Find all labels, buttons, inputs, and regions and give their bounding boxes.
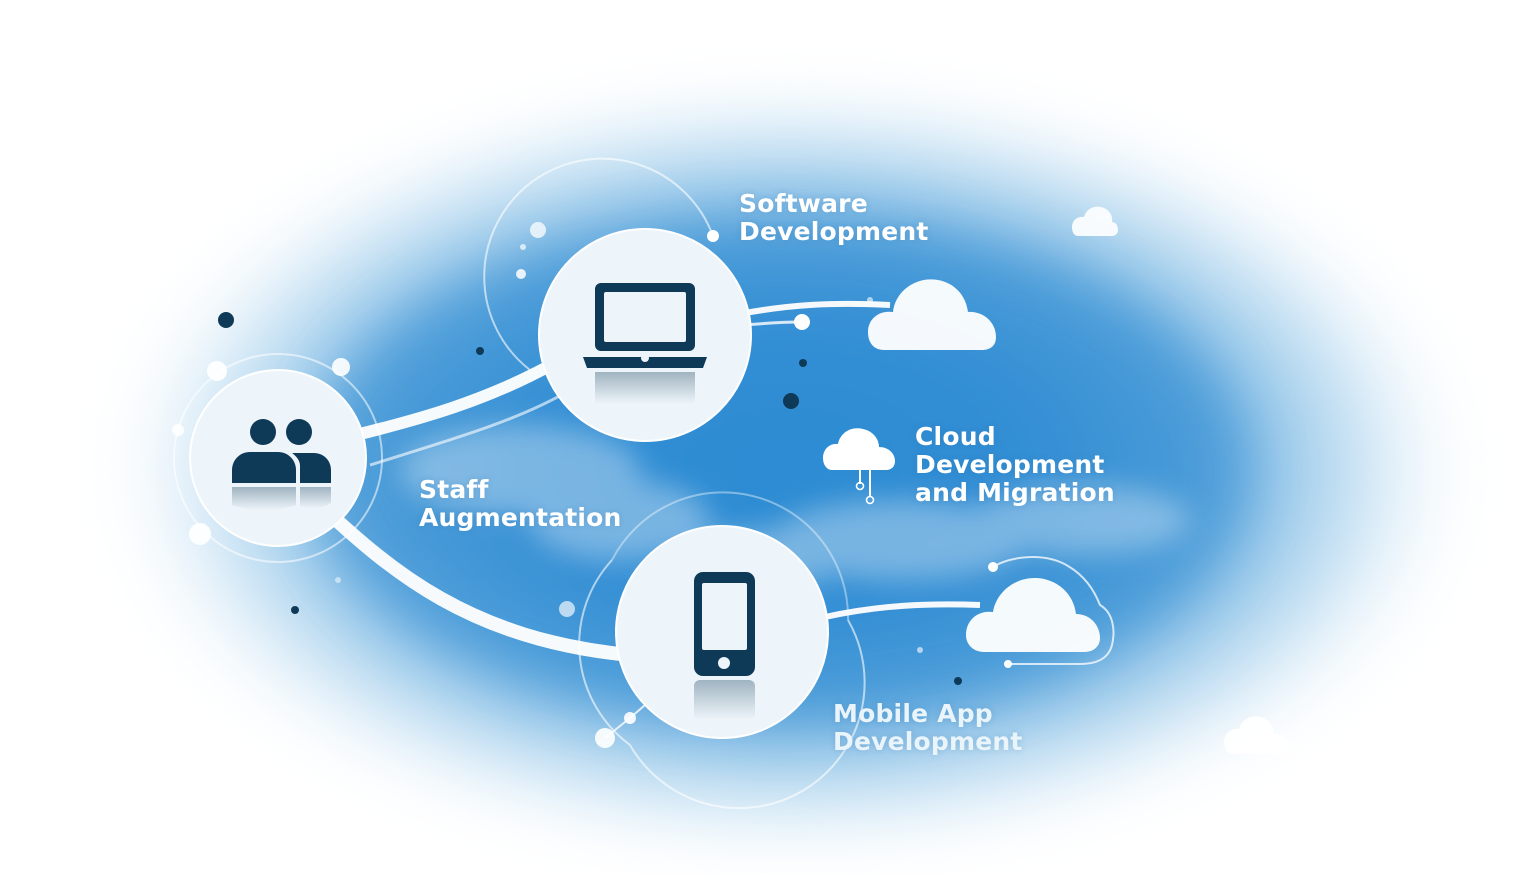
staff-label-line-1: Staff (419, 475, 489, 504)
connector-paths (315, 300, 981, 739)
mobile-label-line-1: Mobile App (833, 699, 993, 728)
decorative-dots (218, 222, 962, 685)
laptop-icon (583, 283, 707, 404)
smartphone-icon (694, 572, 755, 720)
software-development-label: Software Development (739, 190, 929, 246)
cloud-icon-software (868, 279, 996, 350)
cloud-icon-bottom-right (1224, 716, 1290, 754)
cloud-development-label: Cloud Development and Migration (915, 423, 1115, 507)
people-icon (232, 419, 331, 511)
cloud-label-line-2: Development (915, 450, 1105, 479)
software-label-line-1: Software (739, 189, 868, 218)
cloud-label-line-3: and Migration (915, 478, 1115, 507)
software-label-line-2: Development (739, 217, 929, 246)
cloud-label-line-1: Cloud (915, 422, 996, 451)
staff-label-line-2: Augmentation (419, 503, 622, 532)
cloud-icon-mobile (966, 556, 1115, 668)
staff-augmentation-label: Staff Augmentation (419, 476, 622, 532)
cloud-icon-small-top (1072, 206, 1118, 236)
mobile-app-development-label: Mobile App Development (833, 700, 1023, 756)
mobile-label-line-2: Development (833, 727, 1023, 756)
cloud-network-icon (823, 428, 895, 505)
